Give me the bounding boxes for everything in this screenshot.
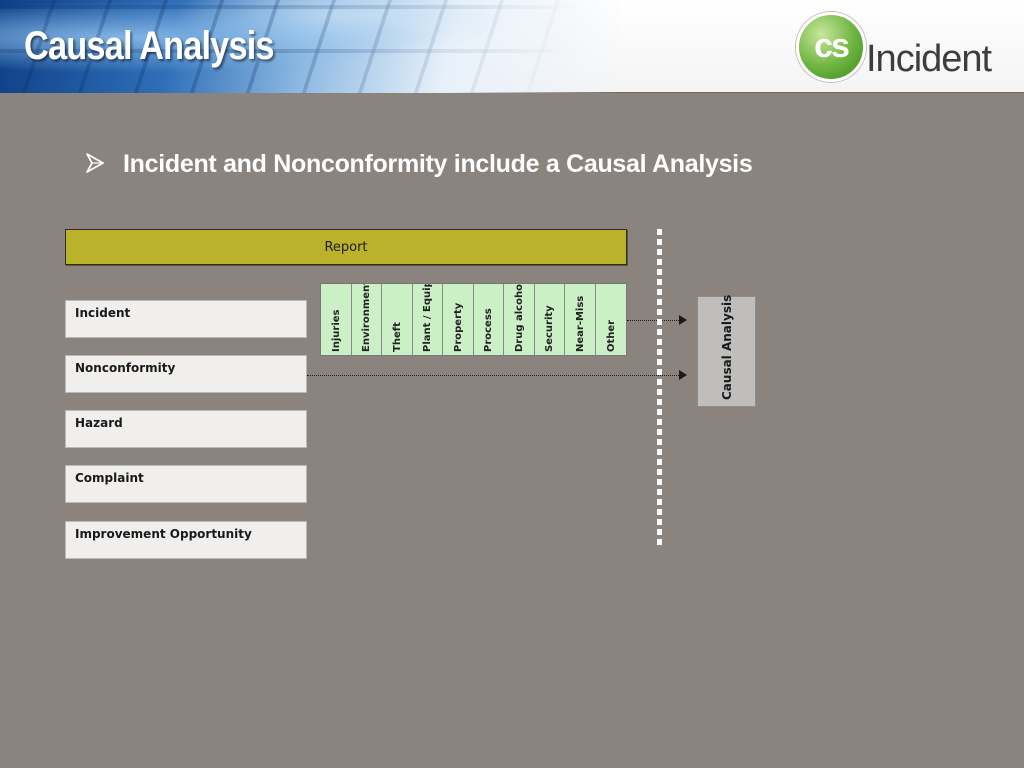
category-cell: Other	[595, 284, 626, 355]
category-cell: Injuries	[321, 284, 352, 355]
category-cell: Near-Miss	[565, 284, 596, 355]
report-label: Report	[324, 239, 368, 255]
bullet-text: Incident and Nonconformity include a Cau…	[123, 150, 753, 178]
page-title: Causal Analysis	[24, 24, 275, 68]
record-type-improvement-opportunity: Improvement Opportunity	[65, 521, 307, 559]
dashed-divider	[657, 229, 662, 549]
nonconformity-connector-line	[307, 375, 679, 376]
category-label: Property	[452, 302, 464, 352]
causal-analysis-label: Causal Analysis	[720, 294, 734, 400]
category-cell: Plant / Equip.	[412, 284, 443, 355]
report-bar: Report	[65, 229, 627, 265]
category-label: Theft	[391, 322, 403, 352]
record-type-incident: Incident	[65, 300, 307, 338]
logo-wordmark: Incident	[866, 38, 992, 80]
category-row: Injuries Environment Theft Plant / Equip…	[320, 283, 627, 356]
category-cell: Property	[443, 284, 474, 355]
arrowhead-icon	[679, 370, 687, 380]
category-label: Process	[483, 308, 495, 352]
record-type-nonconformity: Nonconformity	[65, 355, 307, 393]
logo-initials: cs	[814, 27, 850, 65]
causal-analysis-box: Causal Analysis	[697, 294, 756, 407]
category-cell: Theft	[382, 284, 413, 355]
category-cell: Drug alcohol	[504, 284, 535, 355]
category-label: Other	[605, 319, 617, 352]
category-label: Plant / Equip.	[422, 284, 434, 352]
category-label: Near-Miss	[574, 295, 586, 352]
category-cell: Process	[473, 284, 504, 355]
record-type-hazard: Hazard	[65, 410, 307, 448]
category-label: Security	[544, 305, 556, 352]
category-cell: Security	[534, 284, 565, 355]
record-type-complaint: Complaint	[65, 465, 307, 503]
arrowhead-bullet-icon	[86, 153, 104, 173]
category-label: Injuries	[330, 309, 342, 352]
category-label: Drug alcohol	[513, 284, 525, 352]
logo-circle-icon	[796, 12, 866, 82]
category-label: Environment	[361, 284, 373, 352]
cs-incident-logo: cs Incident	[796, 12, 996, 82]
incident-connector-line	[627, 320, 679, 321]
header-band: Causal Analysis cs Incident	[0, 0, 1024, 93]
arrowhead-icon	[679, 315, 687, 325]
keyboard-banner-image	[0, 0, 620, 93]
category-cell: Environment	[351, 284, 382, 355]
